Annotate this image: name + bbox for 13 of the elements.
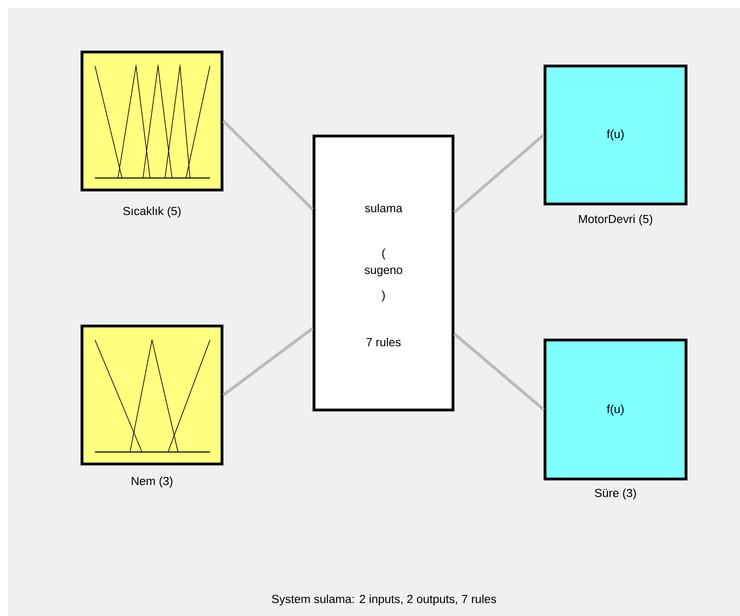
variable-label: Süre (3)	[594, 488, 636, 500]
output-function-box: f(u)	[544, 338, 688, 480]
caption: System sulama: 2 inputs, 2 outputs, 7 rules	[272, 594, 496, 606]
output-function-box: f(u)	[544, 64, 688, 206]
connector-line	[453, 134, 545, 214]
connector-line	[453, 332, 545, 411]
variable-label: Sıcaklık (5)	[123, 206, 181, 218]
membership-function-box	[80, 324, 224, 466]
connector-line	[222, 327, 314, 396]
membership-function-box	[80, 50, 224, 192]
variable-label: Nem (3)	[132, 476, 172, 488]
variable-label: MotorDevri (5)	[579, 214, 652, 226]
connector-line	[222, 120, 314, 210]
